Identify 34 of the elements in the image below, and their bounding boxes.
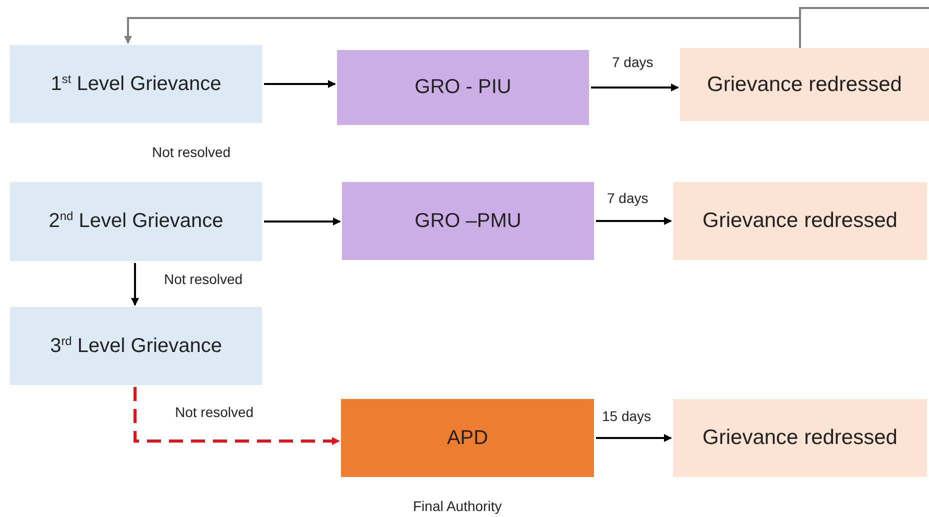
arrow xyxy=(131,263,139,306)
connector-line xyxy=(799,7,929,18)
authority-box xyxy=(341,399,594,477)
node-text: 2$^{nd}$ Level Grievance xyxy=(48,210,224,233)
node-text: GRO –PMU xyxy=(414,210,522,232)
edge-label: Not resolved xyxy=(162,271,245,287)
dashed-arrow xyxy=(134,387,340,445)
edge-label: 15 days xyxy=(600,408,654,424)
node-text: Grievance redressed xyxy=(702,426,898,450)
outcome-box xyxy=(673,399,927,477)
outcome-box xyxy=(673,182,927,260)
arrow xyxy=(124,17,801,48)
arrow xyxy=(264,218,341,226)
edge-label: Not resolved xyxy=(173,404,256,420)
node-text: Grievance redressed xyxy=(707,72,902,96)
arrow xyxy=(264,80,336,88)
level-box xyxy=(10,307,262,385)
officer-box xyxy=(342,182,594,260)
edge-label: 7 days xyxy=(610,54,656,70)
note-text: Not resolved xyxy=(152,144,231,160)
node-text: 3$^{rd}$ Level Grievance xyxy=(50,334,222,358)
officer-box xyxy=(337,50,589,125)
arrow xyxy=(596,434,672,442)
level-box xyxy=(10,45,262,123)
arrow xyxy=(596,217,672,225)
node-text: GRO - PIU xyxy=(414,76,512,99)
node-text: Grievance redressed xyxy=(702,209,898,233)
edge-label: 7 days xyxy=(605,190,650,206)
arrow xyxy=(591,84,679,92)
level-box xyxy=(10,182,262,261)
node-text: APD xyxy=(446,426,488,450)
node-text: 1$^{st}$ Level Grievance xyxy=(50,72,222,96)
node-caption: Final Authority xyxy=(413,498,502,514)
outcome-box xyxy=(680,48,929,121)
